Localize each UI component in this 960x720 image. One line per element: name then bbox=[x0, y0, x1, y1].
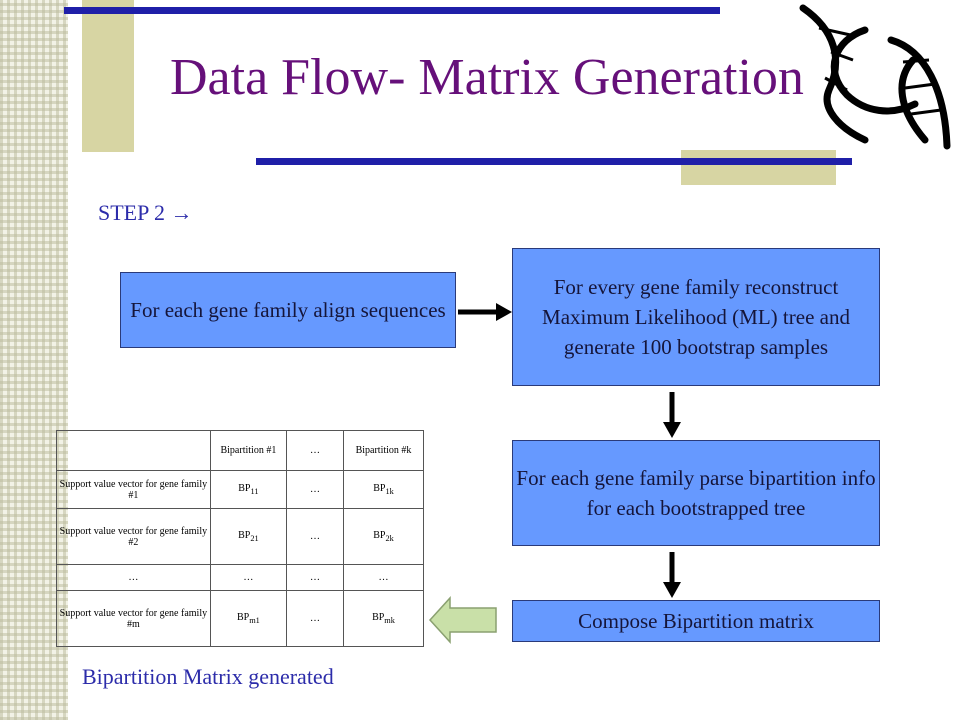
top-rule bbox=[64, 7, 720, 14]
table-cell: BP2k bbox=[343, 508, 424, 565]
right-arrow-icon bbox=[458, 303, 512, 321]
woven-left-border bbox=[0, 0, 68, 720]
down-arrow-icon bbox=[663, 552, 681, 598]
table-cell: … bbox=[286, 564, 345, 591]
down-arrow-icon bbox=[663, 392, 681, 438]
row-label: Support value vector for gene family #m bbox=[56, 590, 211, 647]
table-cell: … bbox=[209, 564, 288, 591]
table-header-row: Bipartition #1 … Bipartition #k bbox=[56, 430, 424, 471]
row-label: Support value vector for gene family #1 bbox=[56, 470, 211, 509]
olive-block-right bbox=[681, 150, 836, 185]
left-arrow-icon bbox=[428, 596, 497, 644]
row-label: Support value vector for gene family #2 bbox=[56, 508, 211, 565]
header-cell: Bipartition #k bbox=[343, 430, 424, 471]
compose-matrix-box: Compose Bipartition matrix bbox=[512, 600, 880, 642]
table-row: Support value vector for gene family #2 … bbox=[56, 508, 424, 565]
bipartition-matrix-table: Bipartition #1 … Bipartition #k Support … bbox=[56, 430, 424, 647]
step-label: STEP 2 → bbox=[98, 200, 193, 225]
bottom-rule bbox=[256, 158, 852, 165]
matrix-caption: Bipartition Matrix generated bbox=[82, 664, 334, 689]
table-cell: BPm1 bbox=[209, 590, 288, 647]
olive-block-left bbox=[82, 0, 134, 152]
table-cell: BP1k bbox=[343, 470, 424, 509]
align-sequences-box: For each gene family align sequences bbox=[120, 272, 456, 348]
header-cell bbox=[56, 430, 211, 471]
table-cell: … bbox=[286, 508, 345, 565]
row-label: … bbox=[56, 564, 211, 591]
header-cell: … bbox=[286, 430, 345, 471]
parse-bipartition-box: For each gene family parse bipartition i… bbox=[512, 440, 880, 546]
slide-title: Data Flow- Matrix Generation bbox=[170, 49, 804, 106]
table-cell: BP11 bbox=[209, 470, 288, 509]
table-cell: … bbox=[286, 470, 345, 509]
table-cell: … bbox=[343, 564, 424, 591]
table-row: … … … … bbox=[56, 564, 424, 591]
table-cell: BPmk bbox=[343, 590, 424, 647]
table-row: Support value vector for gene family #m … bbox=[56, 590, 424, 647]
table-cell: BP21 bbox=[209, 508, 288, 565]
table-cell: … bbox=[286, 590, 345, 647]
reconstruct-ml-tree-box: For every gene family reconstruct Maximu… bbox=[512, 248, 880, 386]
table-row: Support value vector for gene family #1 … bbox=[56, 470, 424, 509]
header-cell: Bipartition #1 bbox=[209, 430, 288, 471]
dna-helix-icon bbox=[799, 4, 951, 150]
